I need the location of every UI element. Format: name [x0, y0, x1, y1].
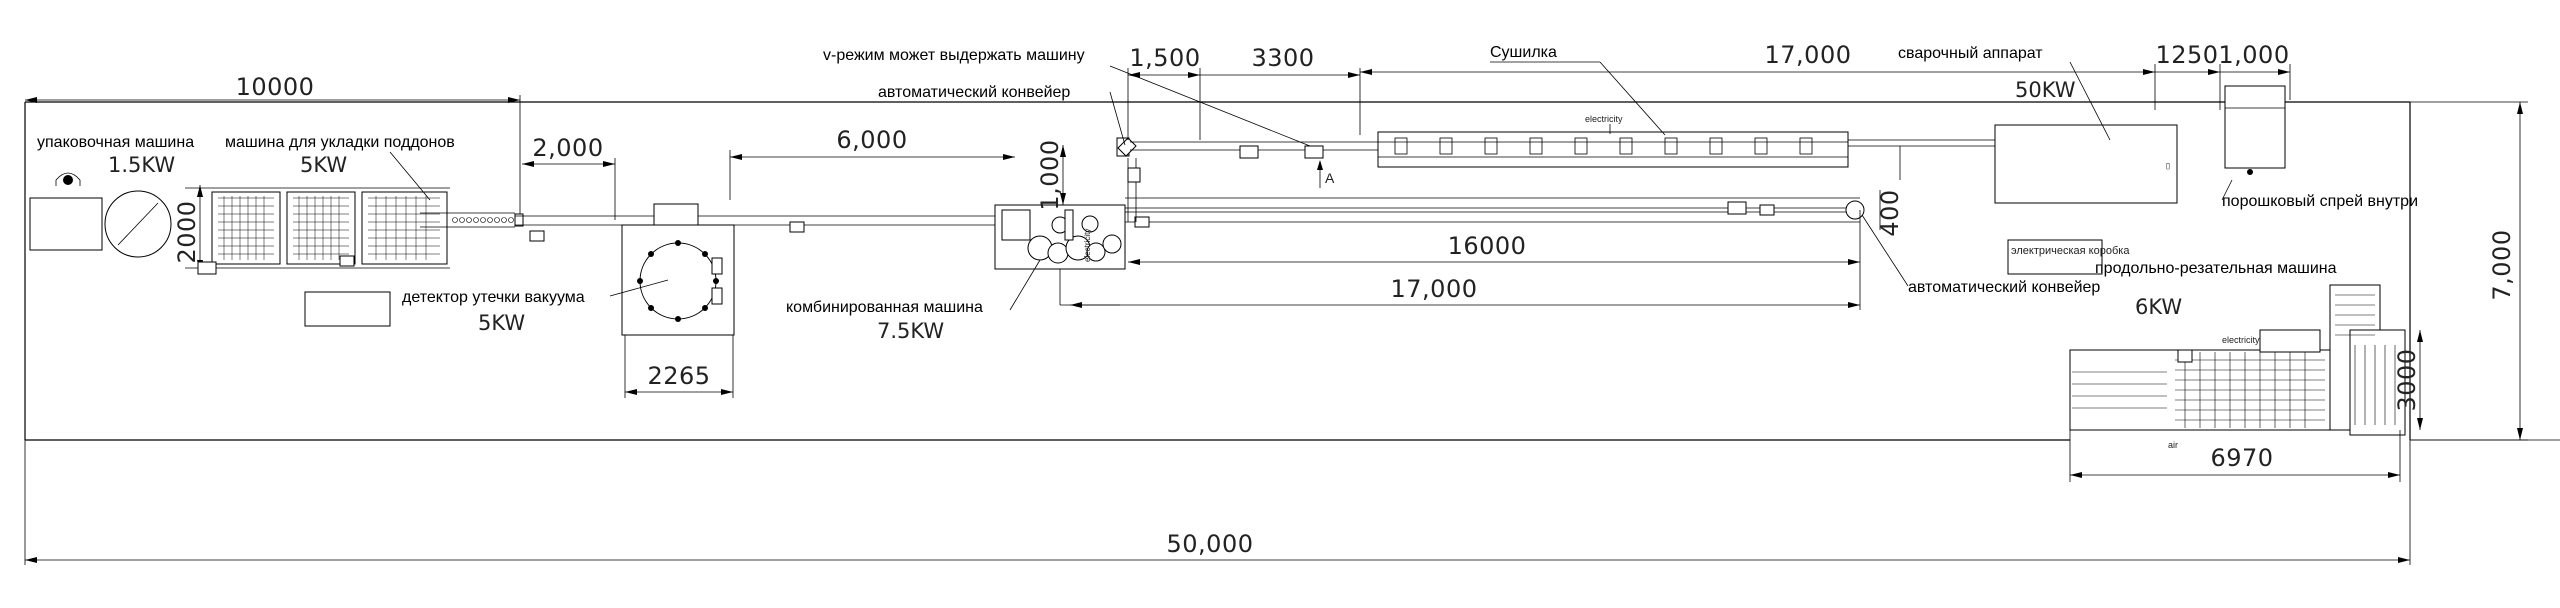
- dim-6000-value: 6,000: [836, 126, 907, 154]
- powder-spray-label: порошковый спрей внутри: [2222, 193, 2418, 210]
- dim-overall-width: 50,000: [24, 440, 2411, 565]
- dim-3000-value: 3000: [2393, 348, 2421, 411]
- dryer-label: Сушилка: [1490, 44, 1557, 61]
- packing-height-value: 2000: [173, 200, 201, 263]
- dim-17000-lower-value: 17,000: [1391, 275, 1478, 303]
- marker-a: A: [1325, 170, 1335, 186]
- packing-machine-power: 1.5KW: [108, 153, 175, 177]
- slitter-label: продольно-резательная машина: [2095, 260, 2337, 277]
- gap-2000-value: 2,000: [532, 134, 603, 162]
- slitter-electricity-tag: electricity: [2222, 335, 2260, 345]
- dim-3000: 3000: [2393, 330, 2423, 430]
- dim-packing-height: 2000: [173, 185, 203, 272]
- dim-1000-vertical: 1,000: [1036, 139, 1066, 211]
- dim-6970-value: 6970: [2210, 444, 2273, 472]
- main-conveyor-left: [515, 215, 1000, 233]
- vacuum-leak-detector: [621, 203, 735, 398]
- dim-1000-vertical-value: 1,000: [1036, 139, 1064, 210]
- v-mode-conveyor: [1116, 137, 1380, 222]
- leak-detector-power: 5KW: [478, 311, 525, 335]
- dim-17000-upper-value: 17,000: [1765, 41, 1852, 69]
- palletizer-label: машина для укладки поддонов: [225, 134, 455, 151]
- slitting-machine: [2069, 284, 2406, 436]
- welder-label: сварочный аппарат: [1898, 45, 2043, 62]
- dim-1250-value: 1250: [2155, 41, 2218, 69]
- dim-left-section: 10000: [25, 73, 521, 215]
- dim-1250-1000: 1250 1,000: [2155, 41, 2291, 110]
- detector-width-value: 2265: [647, 362, 710, 390]
- dim-16000: 16000: [1128, 210, 1861, 310]
- packing-machine-label: упаковочная машина: [37, 134, 194, 151]
- dim-overall-height: 7,000: [2410, 101, 2528, 441]
- slitter-power: 6KW: [2135, 295, 2182, 319]
- dim-1500-value: 1,500: [1129, 44, 1200, 72]
- auto-conveyor-top-label: автоматический конвейер: [878, 84, 1070, 101]
- dim-6000: 6,000: [729, 126, 1015, 200]
- middle-conveyor: [1125, 197, 1865, 228]
- welder-power: 50KW: [2015, 78, 2076, 102]
- dim-1000-right-value: 1,000: [2218, 41, 2289, 69]
- overall-height-value: 7,000: [2488, 229, 2516, 300]
- svg-text:▭: ▭: [2163, 162, 2172, 170]
- dim-17000-lower: 17,000: [1070, 275, 1860, 308]
- combined-machine-power: 7.5KW: [877, 319, 944, 343]
- combined-machine-label: комбинированная машина: [786, 299, 983, 316]
- dim-gap-2000: 2,000: [522, 134, 616, 220]
- combined-electricity-tag: electricity: [1083, 229, 1092, 262]
- dim-3300-value: 3300: [1251, 44, 1314, 72]
- electric-box-line1: электрическая коробка: [2011, 245, 2130, 257]
- left-section-value: 10000: [236, 73, 315, 101]
- electric-box: [2007, 239, 2103, 275]
- v-mode-label: v-режим может выдержать машину: [823, 47, 1085, 64]
- combined-machine: electricity: [994, 204, 1126, 306]
- auto-conveyor-bottom-label: автоматический конвейер: [1908, 279, 2100, 296]
- dim-1500-3300: 1,500 3300: [1127, 44, 1361, 140]
- palletizer: [185, 187, 545, 327]
- dim-400: 400: [1876, 189, 1904, 236]
- dim-6970: 6970: [2069, 430, 2401, 482]
- dim-400-value: 400: [1876, 189, 1904, 236]
- dim-17000-upper: 17,000: [1360, 41, 2156, 110]
- powder-spray-unit: [2224, 85, 2286, 175]
- palletizer-power: 5KW: [300, 153, 347, 177]
- packing-machine: [29, 172, 172, 258]
- leak-detector-label: детектор утечки вакуума: [402, 289, 585, 306]
- welder: ▭: [1994, 124, 2178, 204]
- dryer-electricity-tag: electricity: [1585, 114, 1623, 124]
- dim-16000-value: 16000: [1448, 232, 1527, 260]
- overall-width-value: 50,000: [1167, 530, 1254, 558]
- dryer: [1377, 131, 1995, 180]
- slitter-air-tag: air: [2168, 440, 2178, 450]
